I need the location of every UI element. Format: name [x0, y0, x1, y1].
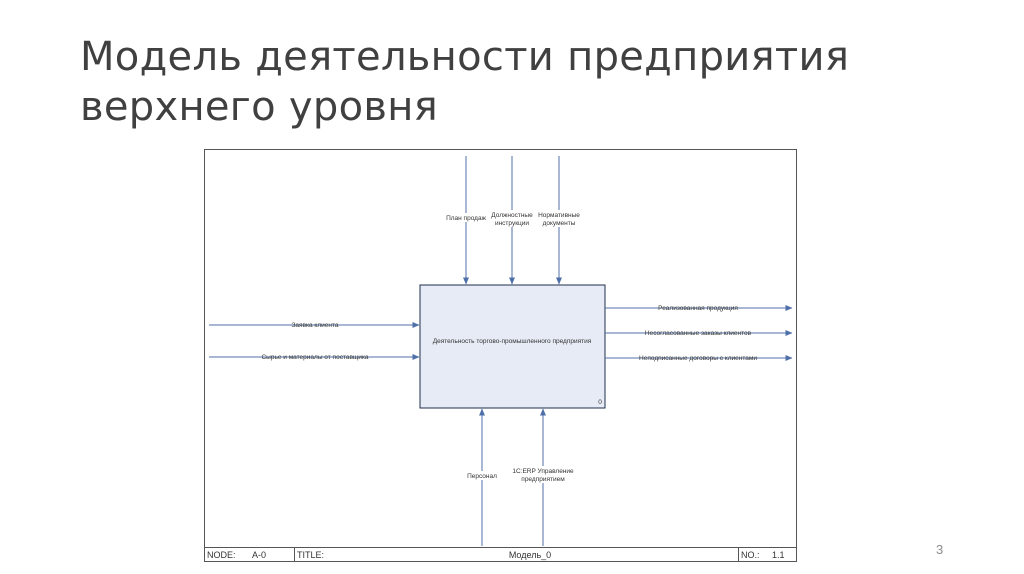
mechanism-arrows: Персонал 1С:ERP Управление предприятием: [464, 408, 574, 546]
footer-no-value: 1.1: [772, 550, 785, 560]
control-label-norms-2: документы: [543, 220, 576, 227]
output-label-realized: Реализованная продукция: [658, 305, 738, 312]
footer-title-value: Модель_0: [509, 550, 551, 560]
output-arrows: Реализованная продукция Несогласованные …: [605, 305, 793, 362]
activity-box: Деятельность торгово-промышленного предп…: [419, 284, 606, 409]
input-label-request: Заявка клиента: [292, 322, 339, 329]
control-label-instructions-1: Должностные: [491, 212, 533, 219]
footer-title-label: TITLE:: [297, 550, 324, 560]
activity-label: Деятельность торгово-промышленного предп…: [433, 338, 592, 345]
input-label-materials: Сырье и материалы от поставщика: [261, 354, 368, 361]
footer-node-label: NODE:: [207, 550, 236, 560]
mechanism-label-erp-2: предприятием: [521, 476, 565, 483]
slide-title: Модель деятельности предприятия верхнего…: [80, 32, 849, 132]
footer-node-value: A-0: [252, 550, 266, 560]
control-label-instructions-2: инструкции: [495, 220, 529, 227]
input-arrows: Заявка клиента Сырье и материалы от пост…: [209, 322, 420, 361]
mechanism-label-erp-1: 1С:ERP Управление: [512, 468, 574, 475]
output-label-unsigned: Неподписанные договоры с клиентами: [639, 355, 757, 362]
diagram-footer: NODE: A-0 TITLE: Модель_0 NO.: 1.1: [204, 547, 797, 562]
control-arrows: План продаж Должностные инструкции Норма…: [446, 156, 580, 285]
footer-no-label: NO.:: [741, 550, 760, 560]
slide-title-line-1: Модель деятельности предприятия: [80, 34, 850, 80]
mechanism-label-staff: Персонал: [467, 473, 497, 480]
control-label-norms-1: Нормативные: [538, 212, 580, 219]
slide-number: 3: [936, 542, 944, 557]
activity-number: 0: [598, 399, 602, 406]
output-label-unagreed: Несогласованные заказы клиентов: [645, 330, 752, 337]
slide-title-line-2: верхнего уровня: [80, 84, 439, 130]
control-label-plan: План продаж: [446, 215, 486, 222]
